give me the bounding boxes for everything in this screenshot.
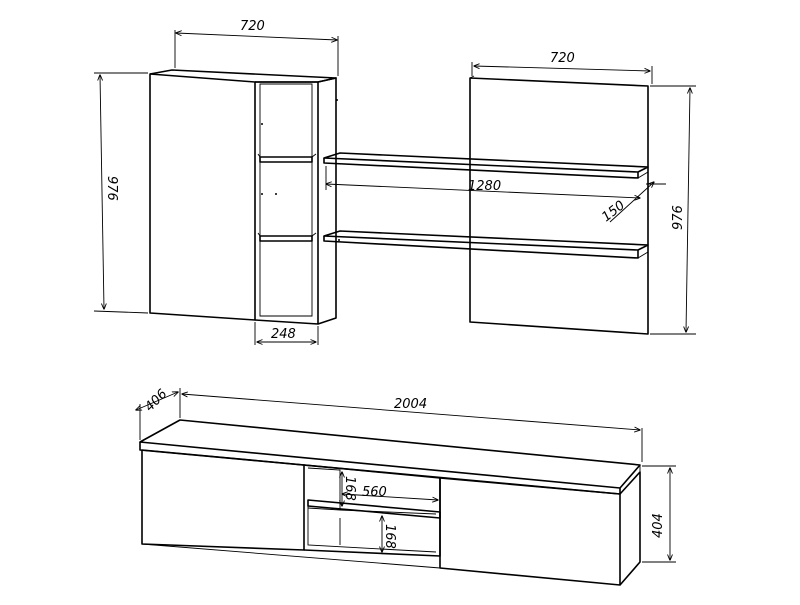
label-panel-height: 976: [671, 205, 686, 230]
top-cabinet: [149, 69, 340, 325]
dim-shelf-length: 1280: [326, 166, 640, 198]
label-niche-lower-height: 168: [382, 524, 397, 549]
label-shelf-length: 1280: [468, 179, 501, 194]
label-base-depth: 406: [142, 387, 170, 415]
base-unit: [139, 419, 641, 586]
dim-panel-height: 976: [650, 85, 696, 335]
label-top-cabinet-depth: 248: [271, 327, 296, 342]
dim-panel-width: 720: [471, 51, 653, 84]
dim-niche-lower-height: 168: [382, 516, 397, 552]
label-base-length: 2004: [394, 397, 427, 412]
wall-shelves: [323, 152, 649, 259]
dim-shelf-depth: 150: [599, 182, 666, 225]
dim-niche-width: 560: [342, 485, 438, 500]
label-niche-width: 560: [362, 485, 387, 500]
label-niche-upper-height: 168: [342, 476, 357, 501]
dim-base-length: 2004: [182, 394, 643, 462]
label-top-cabinet-width: 720: [240, 19, 265, 34]
label-panel-width: 720: [550, 51, 575, 66]
dim-base-height: 404: [642, 465, 676, 563]
dim-top-cabinet-width: 720: [174, 19, 339, 76]
dim-top-cabinet-depth: 248: [254, 322, 319, 345]
label-base-height: 404: [651, 513, 666, 538]
dim-top-cabinet-height: 976: [93, 72, 149, 314]
dim-niche-upper-height: 168: [342, 472, 357, 506]
label-shelf-depth: 150: [599, 198, 628, 225]
label-top-cabinet-height: 976: [104, 176, 119, 201]
wall-panel: [469, 75, 649, 335]
